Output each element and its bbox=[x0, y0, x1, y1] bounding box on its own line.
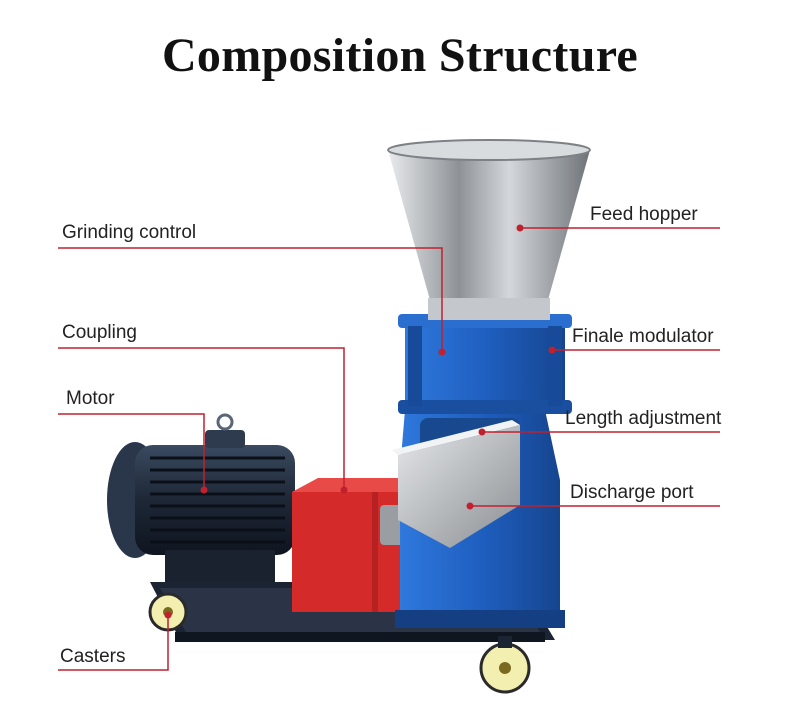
label-coupling: Coupling bbox=[62, 322, 137, 343]
label-length-adjustment: Length adjustment bbox=[565, 408, 722, 429]
label-feed-hopper: Feed hopper bbox=[590, 204, 698, 225]
label-grinding-control: Grinding control bbox=[62, 222, 196, 243]
label-casters: Casters bbox=[60, 646, 125, 667]
casters bbox=[148, 592, 531, 694]
feed-hopper bbox=[387, 139, 591, 320]
leader-lines bbox=[58, 227, 720, 671]
pressing-chamber bbox=[398, 314, 572, 414]
label-discharge-port: Discharge port bbox=[570, 482, 694, 503]
leader-dots bbox=[164, 224, 556, 619]
motor bbox=[107, 413, 295, 582]
discharge-chute bbox=[392, 420, 520, 548]
label-finale-modulator: Finale modulator bbox=[572, 326, 714, 347]
page-title: Composition Structure bbox=[161, 29, 639, 82]
label-motor: Motor bbox=[66, 388, 115, 409]
